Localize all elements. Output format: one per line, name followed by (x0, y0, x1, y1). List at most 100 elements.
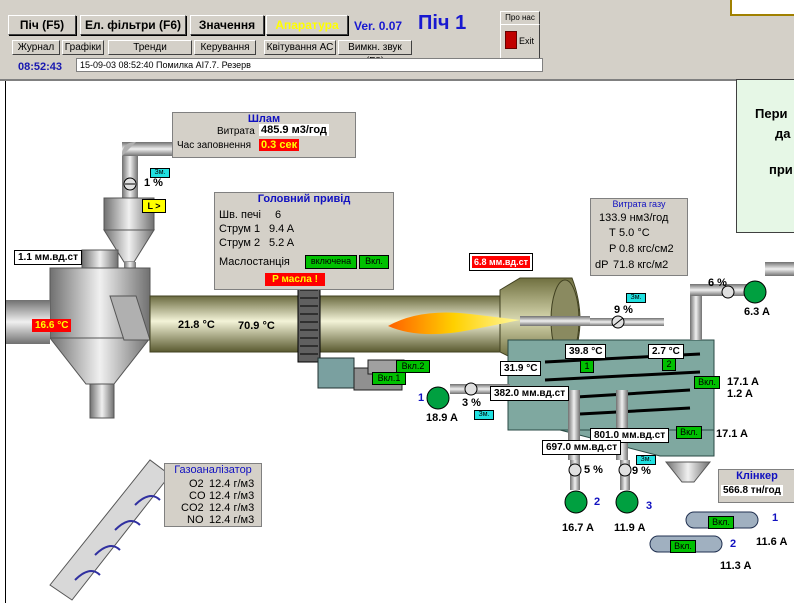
drive-motor-1-button[interactable]: Вкл.1 (372, 372, 406, 385)
kiln-girth-gear (297, 285, 321, 363)
burner-flame (388, 312, 520, 335)
sludge-arrow-tag[interactable]: L > (142, 199, 166, 213)
fan2-current: 16.7 A (562, 522, 595, 534)
popup-line3: при (769, 162, 793, 177)
analyzer-co2-label: CO2 (181, 502, 204, 514)
cooler-pressure3: 697.0 мм.вд.ст (542, 440, 622, 455)
filters-button[interactable]: Ел. фільтри (F6) (80, 15, 186, 35)
gas-analyzer-panel: Газоаналізатор O2 12.4 г/м3 CO 12.4 г/м3… (164, 463, 262, 527)
fan2-pct: 5 % (584, 464, 603, 476)
conv2-current: 11.3 A (720, 560, 752, 572)
fan1-zero-tag[interactable]: Зм. (474, 410, 494, 420)
fan1-pct: 3 % (462, 397, 481, 409)
kiln-button[interactable]: Піч (F5) (8, 15, 76, 35)
clinker-title: Клінкер (736, 470, 778, 482)
damper-3-icon (618, 463, 632, 477)
gas-p-label: P (609, 243, 617, 255)
fan3-zero-tag[interactable]: Зм. (636, 455, 656, 465)
version-label: Ver. 0.07 (354, 19, 403, 33)
toolbar-divider (0, 79, 794, 81)
values-button[interactable]: Значення (190, 15, 264, 35)
inlet-temp: 16.6 °C (32, 319, 72, 332)
exit-label: Exit (519, 36, 535, 46)
tab-control[interactable]: Керування (194, 40, 256, 55)
drive-current2-value: 5.2 A (269, 237, 295, 249)
process-diagram (5, 81, 794, 603)
about-button[interactable]: Про нас (500, 11, 540, 25)
fan-2-icon (564, 490, 588, 514)
screw-conveyor (49, 459, 171, 601)
conveyor-1-button[interactable]: Вкл. (708, 516, 734, 529)
clinker-panel: Клінкер 566.8 тн/год (718, 469, 794, 503)
grate-drive-1-button[interactable]: Вкл. (694, 376, 720, 389)
hood-pressure: 6.8 мм.вд.ст (469, 253, 533, 271)
drive-current2-label: Струм 2 (219, 237, 261, 249)
apparatus-button[interactable]: Апаратура (266, 15, 348, 35)
drive-motor-2-button[interactable]: Вкл.2 (396, 360, 430, 373)
kiln-title: Піч 1 (418, 12, 467, 34)
clinker-value: 566.8 тн/год (721, 485, 783, 496)
gas-t-label: T (609, 227, 616, 239)
tab-graphs[interactable]: Графіки (62, 40, 104, 55)
grate-current3: 17.1 A (716, 428, 749, 440)
gas-p-value: 0.8 кгс/см2 (619, 243, 674, 255)
drive-gearbox (317, 357, 355, 389)
sludge-fill-value: 0.3 сек (259, 139, 300, 151)
cooler-temp2: 2.7 °C (648, 344, 684, 359)
cooler-pressure2: 801.0 мм.вд.ст (590, 428, 670, 443)
tab-acknowledge[interactable]: Квітування АС (264, 40, 336, 55)
drive-speed-label: Шв. печі (219, 209, 261, 221)
inlet-pressure: 1.1 мм.вд.ст (14, 250, 82, 265)
drive-current1-value: 9.4 A (269, 223, 295, 235)
conveyor-2-button[interactable]: Вкл. (670, 540, 696, 553)
notice-popup: Пери да при (736, 79, 794, 233)
main-drive-panel: Головний привід Шв. печі 6 Струм 1 9.4 A… (214, 192, 394, 290)
cooler-temp1: 39.8 °C (565, 344, 607, 359)
sludge-panel: Шлам Витрата 485.9 м3/год Час заповнення… (172, 112, 356, 158)
analyzer-no-value: 12.4 г/м3 (209, 514, 255, 526)
fan1-num: 1 (418, 392, 425, 404)
grate-zone-1: 1 (580, 360, 594, 373)
tab-journal[interactable]: Журнал (12, 40, 60, 55)
gas-flow-value: 133.9 нм3/год (599, 212, 669, 224)
fan3-current: 11.9 A (614, 522, 646, 534)
analyzer-o2-value: 12.4 г/м3 (209, 478, 255, 490)
sludge-fill-label: Час заповнення (177, 140, 251, 151)
gas-dp-value: 71.8 кгс/м2 (613, 259, 669, 271)
analyzer-co-label: CO (189, 490, 206, 502)
conv1-num: 1 (772, 512, 779, 524)
gas-t-value: 5.0 °C (619, 227, 650, 239)
gas-analyzer-title: Газоаналізатор (174, 464, 252, 476)
tab-trends[interactable]: Тренди (108, 40, 192, 55)
analyzer-o2-label: O2 (189, 478, 204, 490)
popup-line2: да (775, 126, 791, 141)
fan-top-pct: 6 % (708, 277, 727, 289)
oil-station-button[interactable]: Вкл. (359, 255, 389, 269)
gas-zero-tag[interactable]: Зм. (626, 293, 646, 303)
message-bar: 15-09-03 08:52:40 Помилка AI7.7. Резерв (76, 58, 543, 72)
grate-current2: 1.2 A (727, 388, 753, 400)
burner-pipe (520, 316, 590, 326)
exit-button[interactable]: Exit (500, 24, 540, 60)
damper-top-icon (721, 285, 735, 299)
fan1-current: 18.9 A (426, 412, 459, 424)
conv2-num: 2 (730, 538, 737, 550)
fan3-num: 3 (646, 500, 653, 512)
cooler-pressure1: 382.0 мм.вд.ст (490, 386, 570, 401)
damper-2-icon (568, 463, 582, 477)
drive-speed-value: 6 (275, 209, 282, 221)
fan3-pct: 9 % (632, 465, 651, 477)
sludge-zero-tag[interactable]: Зм. (150, 168, 170, 178)
grate-current1: 17.1 A (727, 376, 760, 388)
fan-top-current: 6.3 A (744, 306, 770, 318)
drive-current1-label: Струм 1 (219, 223, 261, 235)
fan-3-icon (615, 490, 639, 514)
analyzer-co2-value: 12.4 г/м3 (209, 502, 255, 514)
gas-valve-pct: 9 % (614, 304, 633, 316)
damper-1-icon (464, 382, 478, 396)
fan2-num: 2 (594, 496, 601, 508)
grate-zone-2: 2 (662, 358, 676, 371)
exit-icon (505, 31, 517, 49)
tab-mute[interactable]: Вимкн. звук (F8) (338, 40, 412, 67)
grate-drive-2-button[interactable]: Вкл. (676, 426, 702, 439)
